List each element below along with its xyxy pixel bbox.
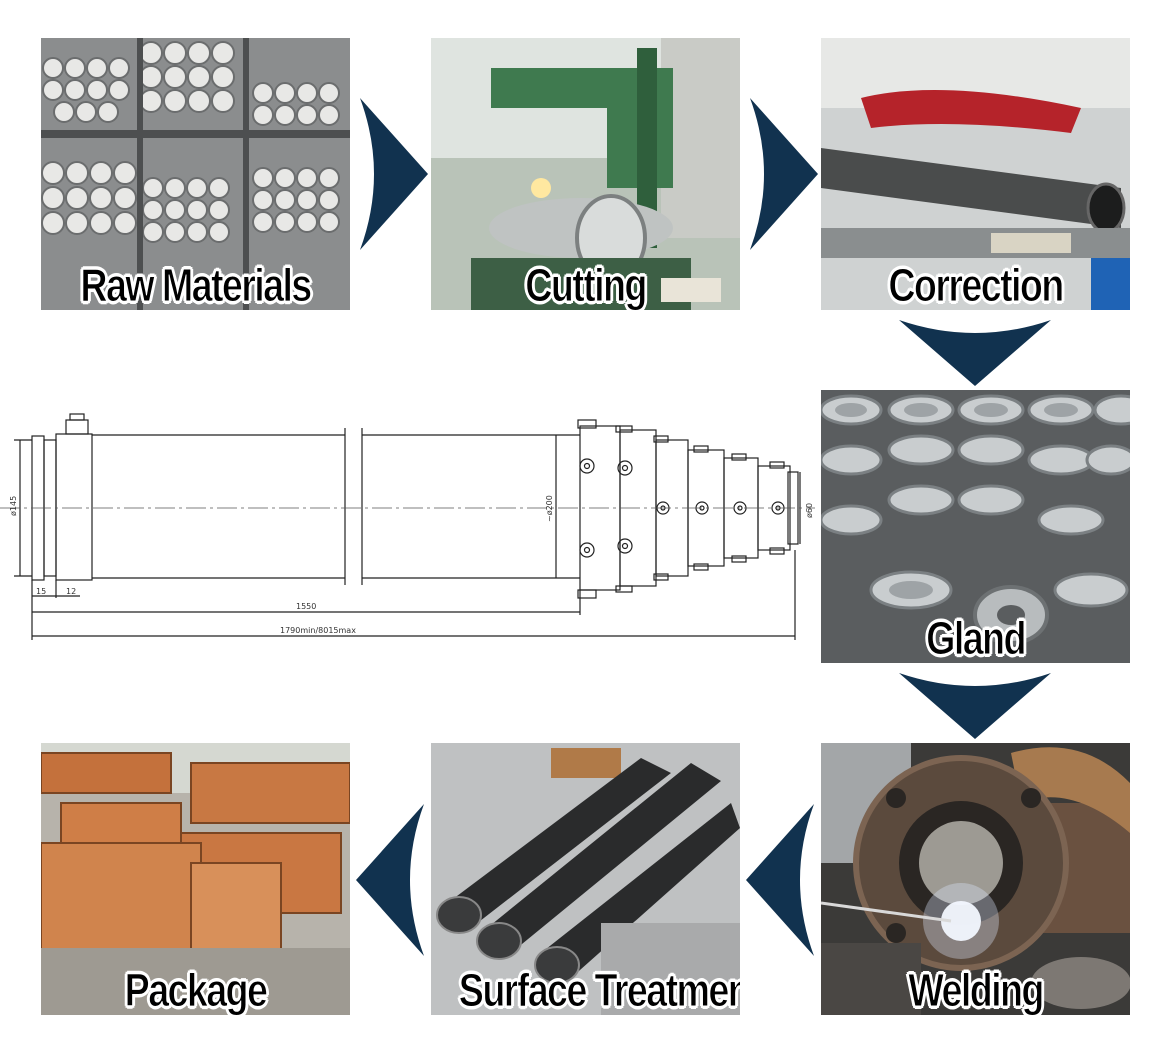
arrow-down-icon [899,673,1051,739]
dim-diameter-60: ø60 [805,503,814,518]
welding-panel: Welding [821,743,1130,1015]
arrow-left-icon [746,804,814,956]
dim-diameter-200: ~ø200 [545,495,554,522]
package-photo [41,743,350,1015]
dim-1550: 1550 [296,602,316,611]
arrow-right-icon [360,98,428,250]
surface-treatment-label: Surface Treatment [458,964,740,1016]
welding-photo [821,743,1130,1015]
cutting-photo [431,38,740,310]
gland-label: Gland [926,612,1027,664]
surface-treatment-photo [431,743,740,1015]
dim-15: 15 [36,587,46,596]
dim-12: 12 [66,587,76,596]
welding-label: Welding [908,964,1045,1016]
raw-materials-panel: Raw Materials [41,38,350,310]
package-panel: Package [41,743,350,1015]
cylinder-technical-drawing: ø145 ~ø200 ø60 15 12 1550 1790min/8015ma… [0,413,815,640]
correction-label: Correction [888,259,1065,311]
cutting-label: Cutting [525,259,648,311]
raw-materials-photo [41,38,350,310]
correction-panel: Correction [821,38,1130,310]
arrow-right-icon [750,98,818,250]
package-label: Package [124,964,268,1016]
surface-treatment-panel: Surface Treatment [431,743,740,1015]
dim-diameter-145: ø145 [9,496,18,516]
correction-photo [821,38,1130,310]
dim-total-length: 1790min/8015max [280,626,356,635]
gland-panel: Gland [821,390,1130,663]
arrow-left-icon [356,804,424,956]
cutting-panel: Cutting [431,38,740,310]
arrow-down-icon [899,320,1051,386]
raw-materials-label: Raw Materials [80,259,313,311]
gland-photo [821,390,1130,663]
